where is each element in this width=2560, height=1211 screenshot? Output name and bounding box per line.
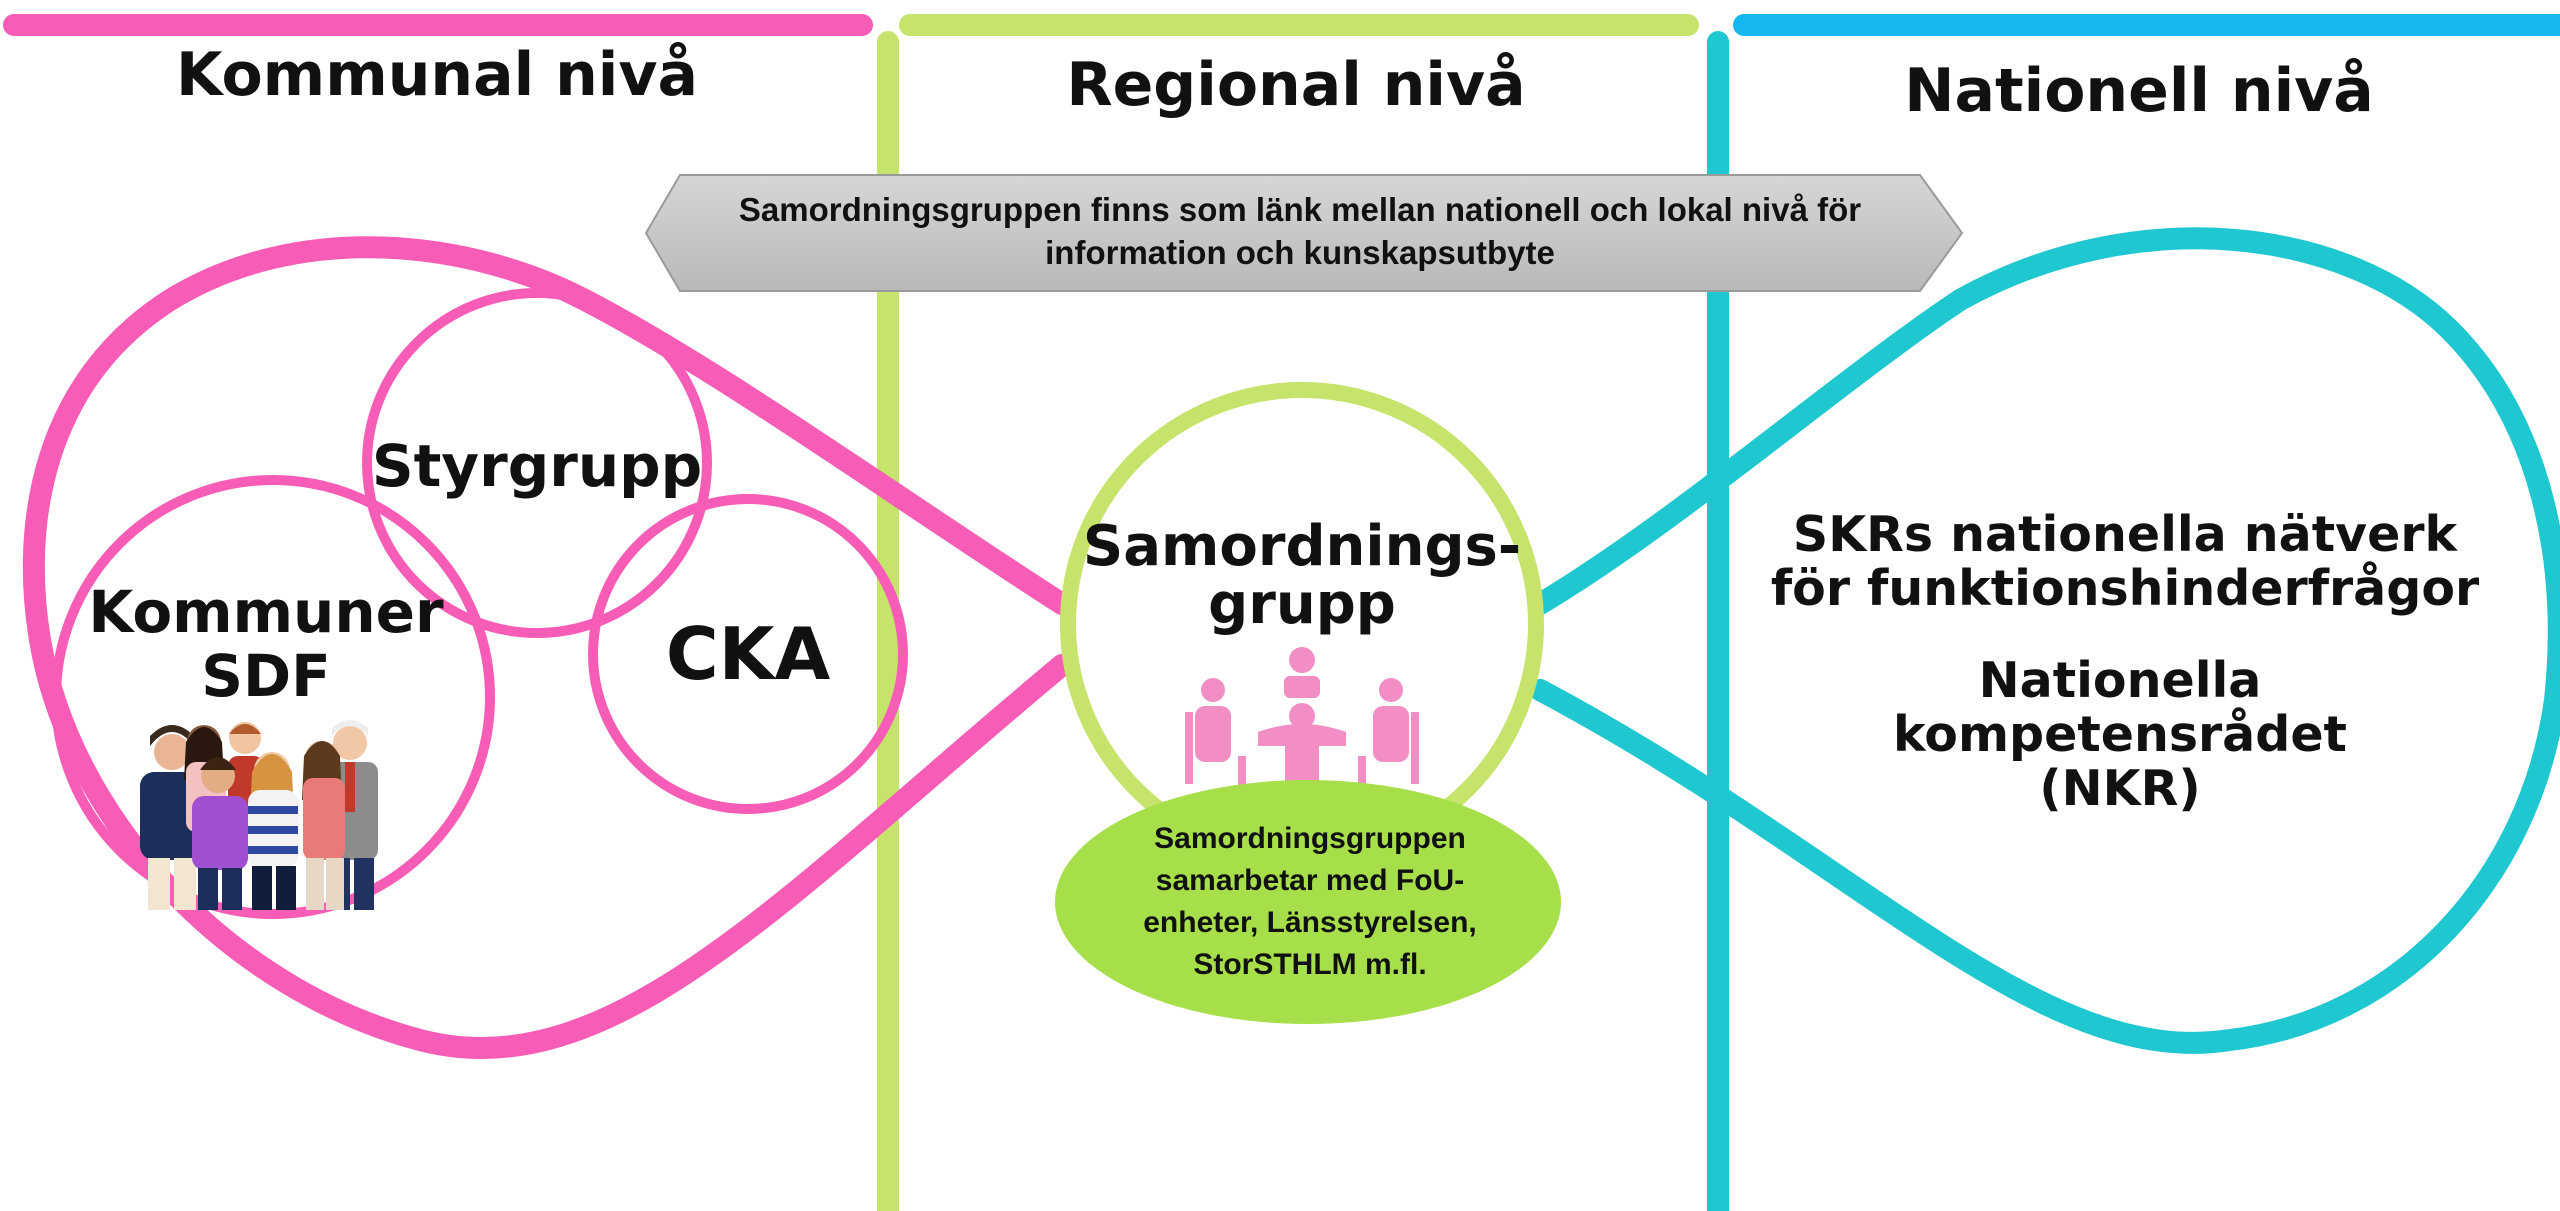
banner-line-2: information och kunskapsutbyte <box>1045 234 1555 271</box>
right-teal-loop <box>1529 227 2560 1054</box>
info-banner <box>644 174 1964 292</box>
styrgrupp-label: Styrgrupp <box>371 432 703 500</box>
nkr-line-2: kompetensrådet <box>1893 706 2347 763</box>
banner-text: Samordningsgruppen finns som länk mellan… <box>700 188 1900 274</box>
regional-heading: Regional nivå <box>1066 50 1526 120</box>
samordningsgrupp-line-1: Samordnings- <box>1082 514 1522 579</box>
nationell-heading: Nationell nivå <box>1904 56 2374 126</box>
skr-line-2: för funktionshinderfrågor <box>1770 560 2480 617</box>
kommunal-heading: Kommunal nivå <box>176 40 698 110</box>
meeting-table-icon <box>1185 647 1419 796</box>
samordningsgrupp-title: Samordnings- grupp <box>1052 518 1552 634</box>
kommuner-line-2: SDF <box>201 642 331 710</box>
kommuner-circle <box>51 475 495 919</box>
skr-network-label: SKRs nationella nätverk för funktionshin… <box>1765 508 2485 616</box>
banner-line-1: Samordningsgruppen finns som länk mellan… <box>738 191 1862 228</box>
samordningsgrupp-line-2: grupp <box>1208 572 1396 637</box>
kommuner-label: Kommuner SDF <box>66 580 466 708</box>
partners-line-4: StorSTHLM m.fl. <box>1193 948 1427 981</box>
partners-line-1: Samordningsgruppen <box>1154 822 1466 855</box>
skr-line-1: SKRs nationella nätverk <box>1792 506 2458 563</box>
nkr-line-3: (NKR) <box>2039 760 2201 817</box>
partners-line-3: enheter, Länsstyrelsen, <box>1143 906 1477 939</box>
people-group-illustration <box>140 720 378 910</box>
nkr-line-1: Nationella <box>1978 652 2262 709</box>
partners-oval <box>1055 780 1561 1024</box>
partners-line-2: samarbetar med FoU- <box>1155 864 1465 897</box>
nkr-label: Nationella kompetensrådet (NKR) <box>1800 654 2440 816</box>
partners-text: Samordningsgruppen samarbetar med FoU- e… <box>1060 818 1560 986</box>
kommuner-line-1: Kommuner <box>88 578 444 646</box>
cka-circle <box>588 494 908 814</box>
cka-label: CKA <box>665 612 831 696</box>
styrgrupp-circle <box>362 288 712 638</box>
